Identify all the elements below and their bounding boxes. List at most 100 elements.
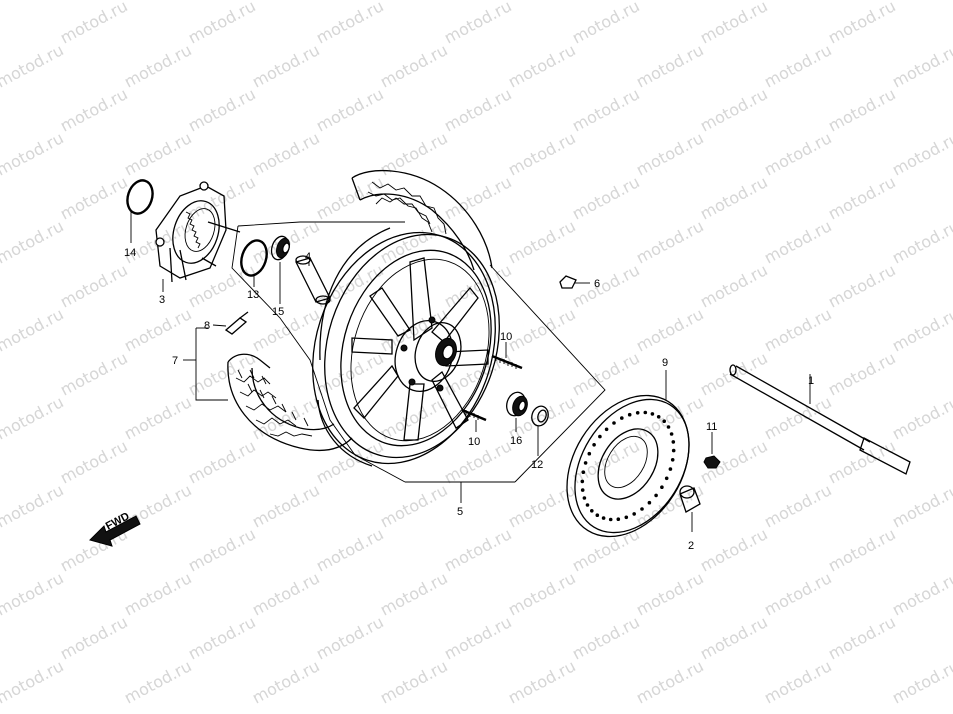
disc-hole (660, 485, 664, 490)
watermark-text: motod.ru (185, 0, 259, 48)
watermark-text: motod.ru (505, 0, 579, 4)
disc-hole (627, 412, 632, 417)
watermark-text: motod.ru (441, 84, 515, 135)
brake-disc (566, 370, 690, 538)
o-ring-large (126, 179, 154, 243)
watermark-text: motod.ru (121, 656, 195, 707)
watermark-text: motod.ru (313, 348, 387, 399)
watermark-text: motod.ru (633, 304, 707, 355)
callout-8: 8 (204, 320, 210, 332)
valve-stem (212, 311, 249, 335)
watermark-text: motod.ru (889, 392, 953, 443)
watermark-text: motod.ru (313, 84, 387, 135)
watermark-text: motod.ru (377, 40, 451, 91)
watermark-text: motod.ru (569, 172, 643, 223)
axle (729, 364, 911, 475)
bearing-right (506, 391, 528, 432)
watermark-text: motod.ru (825, 260, 899, 311)
stud-bolt-lower (461, 408, 487, 432)
disc-hole (624, 515, 629, 520)
watermark-text: motod.ru (825, 0, 899, 48)
watermark-text: motod.ru (0, 524, 3, 575)
brake-disc-holes (580, 410, 676, 522)
watermark-text: motod.ru (377, 656, 451, 707)
watermark-text: motod.ru (57, 612, 131, 663)
disc-hole (643, 410, 648, 415)
callout-4: 4 (305, 251, 311, 263)
watermark-text: motod.ru (697, 524, 771, 575)
watermark-text: motod.ru (825, 172, 899, 223)
bearing (270, 235, 290, 304)
stud-bolt-upper (491, 342, 523, 370)
watermark-text: motod.ru (697, 612, 771, 663)
watermark-text: motod.ru (761, 40, 835, 91)
axle-collar (679, 485, 701, 532)
disc-hole (664, 476, 669, 481)
watermark-text: motod.ru (505, 216, 579, 267)
disc-hole (671, 448, 676, 453)
callout-15: 15 (272, 306, 284, 318)
watermark-text: motod.ru (889, 480, 953, 531)
disc-hole (632, 512, 636, 516)
watermark-text: motod.ru (249, 304, 323, 355)
watermark-text: motod.ru (761, 568, 835, 619)
watermark-text: motod.ru (697, 0, 771, 48)
callout-9: 9 (662, 357, 668, 369)
disc-hole (635, 411, 640, 415)
watermark-text: motod.ru (377, 128, 451, 179)
watermark-text: motod.ru (0, 84, 3, 135)
disc-hole (612, 421, 616, 425)
disc-hole (647, 500, 652, 505)
watermark-text: motod.ru (633, 568, 707, 619)
watermark-text: motod.ru (185, 612, 259, 663)
watermark-text: motod.ru (697, 260, 771, 311)
nut (703, 432, 721, 469)
watermark-text: motod.ru (569, 260, 643, 311)
watermark-text: motod.ru (633, 656, 707, 707)
watermark-text: motod.ru (0, 348, 3, 399)
dust-seal (531, 405, 549, 456)
watermark-text: motod.ru (569, 84, 643, 135)
disc-hole (671, 440, 676, 444)
watermark-text: motod.ru (249, 0, 323, 4)
watermark-text: motod.ru (0, 304, 67, 355)
callout-6: 6 (594, 278, 600, 290)
watermark-text: motod.ru (697, 84, 771, 135)
watermark-text: motod.ru (0, 0, 3, 48)
disc-hole (580, 488, 585, 492)
disc-hole (656, 415, 661, 419)
watermark-text: motod.ru (825, 84, 899, 135)
disc-hole (598, 434, 602, 439)
disc-hole (662, 419, 666, 424)
watermark-text: motod.ru (633, 0, 707, 4)
watermark-text: motod.ru (569, 348, 643, 399)
o-ring (240, 239, 268, 287)
tire-lower (227, 353, 353, 452)
watermark-text: motod.ru (889, 128, 953, 179)
watermark-text: motod.ru (633, 216, 707, 267)
distance-collar (295, 255, 331, 305)
disc-hole (604, 427, 609, 432)
watermark-text: motod.ru (249, 568, 323, 619)
callout-16: 16 (510, 435, 522, 447)
watermark-text: motod.ru (825, 612, 899, 663)
disc-hole (583, 461, 588, 465)
watermark-text: motod.ru (0, 0, 67, 4)
watermark-text: motod.ru (57, 0, 131, 48)
watermark-text: motod.ru (185, 524, 259, 575)
watermark-text: motod.ru (377, 392, 451, 443)
watermark-text: motod.ru (761, 128, 835, 179)
watermark-text: motod.ru (185, 84, 259, 135)
watermark-text: motod.ru (313, 524, 387, 575)
callout-10-upper: 10 (500, 331, 512, 343)
disc-hole (592, 443, 596, 447)
watermark-text: motod.ru (0, 172, 3, 223)
watermark-text: motod.ru (825, 524, 899, 575)
watermark-text: motod.ru (185, 172, 259, 223)
watermark-text: motod.ru (761, 656, 835, 707)
disc-hole (601, 516, 606, 520)
watermark-text: motod.ru (57, 172, 131, 223)
watermark-text: motod.ru (505, 568, 579, 619)
watermark-text: motod.ru (313, 612, 387, 663)
wheel-hub (394, 316, 462, 392)
